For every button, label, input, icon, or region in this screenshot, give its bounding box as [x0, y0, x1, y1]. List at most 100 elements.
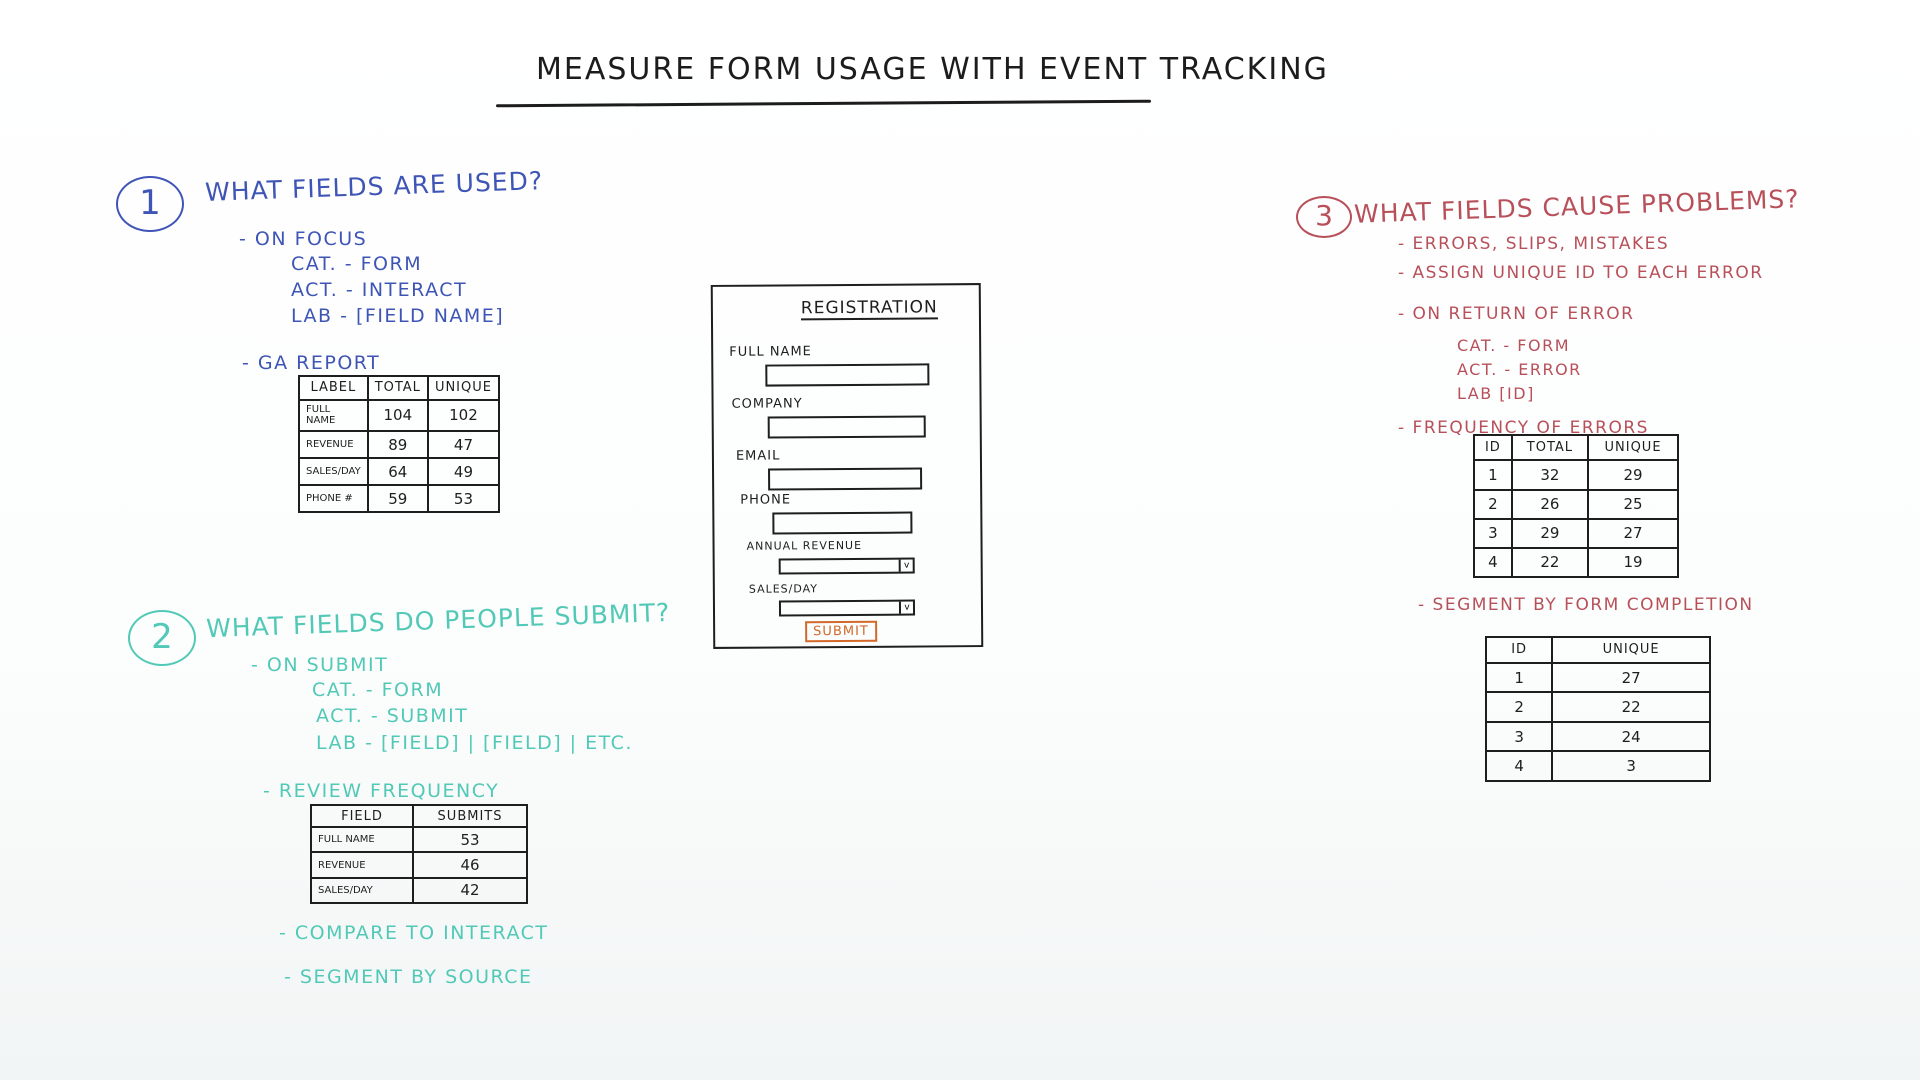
table-header-row: FIELD SUBMITS: [309, 803, 528, 829]
section-1-lab: LAB - [FIELD NAME]: [291, 305, 505, 327]
table-cell: 22: [1510, 546, 1590, 579]
section-2-heading: WHAT FIELDS DO PEOPLE SUBMIT?: [205, 597, 671, 644]
section-2-on-submit: - ON SUBMIT: [251, 654, 389, 676]
section-2-segment: - SEGMENT BY SOURCE: [284, 966, 533, 988]
table-header: LABEL: [298, 375, 369, 401]
table-cell: 22: [1551, 691, 1711, 723]
section-3-frequency: - FREQUENCY OF ERRORS: [1398, 418, 1649, 438]
table-cell: FULL NAME: [309, 826, 415, 854]
form-label-phone: PHONE: [740, 492, 792, 508]
table-cell: 32: [1510, 459, 1590, 491]
table-header: FIELD: [309, 803, 415, 829]
table-cell: 53: [412, 826, 528, 854]
form-label-annual-revenue: ANNUAL REVENUE: [746, 538, 863, 553]
table-cell: 29: [1510, 517, 1590, 549]
section-1-heading: WHAT FIELDS ARE USED?: [204, 166, 544, 207]
table-cell: 49: [426, 457, 500, 486]
table-header: TOTAL: [366, 375, 429, 401]
table-cell: SALES/DAY: [298, 457, 369, 486]
table-cell: REVENUE: [309, 851, 415, 879]
table-cell: 102: [426, 398, 500, 433]
table-cell: PHONE #: [298, 484, 369, 513]
table-cell: 104: [366, 398, 429, 433]
section-1-number: 1: [116, 176, 184, 232]
form-label-full-name: FULL NAME: [729, 344, 812, 360]
table-header: UNIQUE: [1587, 433, 1679, 462]
table-cell: 59: [366, 484, 429, 513]
form-label-company: COMPANY: [731, 396, 803, 412]
table-header: TOTAL: [1510, 433, 1590, 462]
table-cell: 1: [1484, 661, 1554, 694]
table-cell: 89: [366, 430, 429, 460]
table-header-row: LABEL TOTAL UNIQUE: [298, 375, 500, 401]
table-cell: 4: [1473, 546, 1513, 579]
table-cell: 27: [1551, 661, 1711, 694]
table-header: SUBMITS: [412, 803, 528, 829]
table-cell: SALES/DAY: [309, 876, 415, 905]
form-title: REGISTRATION: [800, 297, 938, 321]
registration-form-sketch: REGISTRATION FULL NAME COMPANY EMAIL PHO…: [710, 283, 984, 649]
board-title: MEASURE FORM USAGE WITH EVENT TRACKING: [536, 52, 1329, 87]
table-cell: 2: [1484, 691, 1554, 723]
section-2-review-frequency: - REVIEW FREQUENCY: [263, 780, 500, 802]
annual-revenue-select[interactable]: v: [778, 557, 915, 575]
table-header: ID: [1473, 433, 1513, 462]
table-cell: 53: [426, 484, 500, 513]
sales-day-select[interactable]: v: [778, 599, 916, 617]
submit-button[interactable]: SUBMIT: [805, 620, 877, 643]
section-3-act: ACT. - ERROR: [1457, 360, 1582, 379]
section-1-cat: CAT. - FORM: [291, 253, 423, 275]
table-cell: 46: [412, 851, 528, 879]
section-3-on-return: - ON RETURN OF ERROR: [1398, 304, 1635, 324]
section-3-cat: CAT. - FORM: [1457, 336, 1570, 355]
table-header-row: ID TOTAL UNIQUE: [1473, 433, 1679, 462]
table-cell: REVENUE: [298, 430, 369, 460]
chevron-down-icon: v: [898, 601, 914, 614]
title-underline: [495, 99, 1152, 108]
section-1-act: ACT. - INTERACT: [291, 279, 468, 301]
table-cell: 26: [1510, 488, 1590, 520]
table-cell: 19: [1587, 546, 1679, 579]
table-cell: 42: [412, 876, 528, 905]
company-input[interactable]: [767, 415, 926, 439]
chevron-down-icon: v: [898, 559, 913, 572]
section-2-number: 2: [128, 610, 196, 666]
table-cell: 1: [1473, 459, 1513, 491]
table-cell: 25: [1587, 488, 1679, 520]
phone-input[interactable]: [772, 511, 913, 535]
table-cell: FULL NAME: [298, 398, 369, 433]
table-header: UNIQUE: [426, 375, 500, 401]
full-name-input[interactable]: [765, 363, 930, 387]
table-cell: 3: [1551, 750, 1711, 782]
table-cell: 24: [1551, 720, 1711, 753]
form-label-email: EMAIL: [735, 448, 781, 464]
section-3-heading: WHAT FIELDS CAUSE PROBLEMS?: [1353, 184, 1800, 229]
table-header: ID: [1484, 636, 1554, 664]
table-header: UNIQUE: [1551, 636, 1711, 664]
table-cell: 47: [426, 430, 500, 460]
section-3-segment: - SEGMENT BY FORM COMPLETION: [1418, 595, 1754, 615]
email-input[interactable]: [768, 467, 923, 491]
section-3-lab: LAB [ID]: [1457, 384, 1535, 403]
section-1-ga-report: - GA REPORT: [242, 352, 381, 374]
table-cell: 4: [1484, 750, 1554, 782]
section-3-errors: - ERRORS, SLIPS, MISTAKES: [1398, 234, 1670, 254]
table-cell: 3: [1484, 720, 1554, 753]
section-2-lab: LAB - [FIELD] | [FIELD] | ETC.: [316, 732, 633, 754]
section-2-cat: CAT. - FORM: [312, 679, 444, 701]
